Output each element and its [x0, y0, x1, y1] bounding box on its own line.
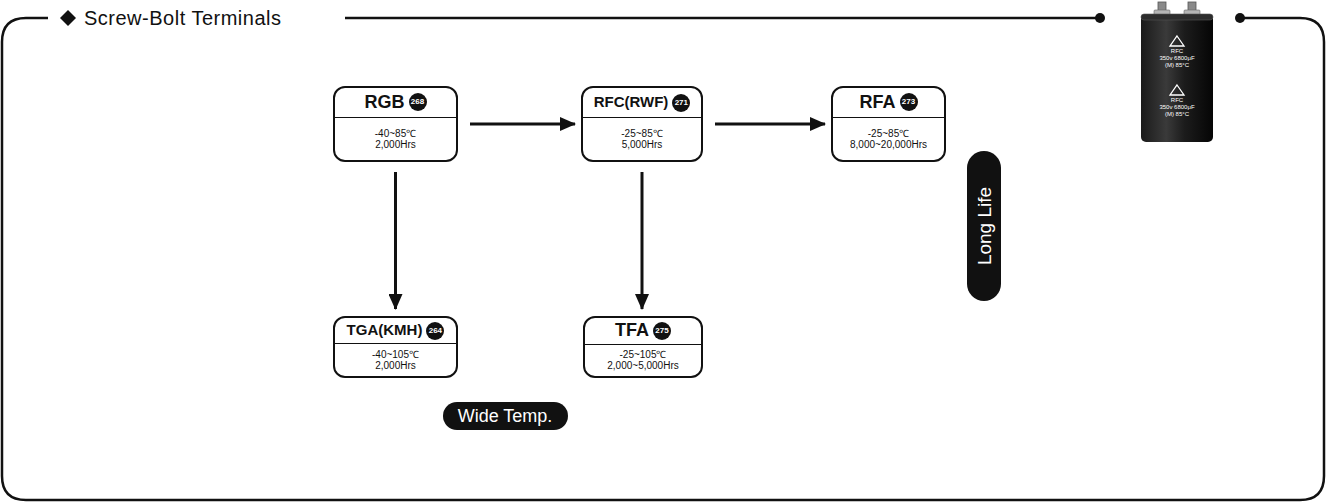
series-header: RFC(RWF)271 — [583, 88, 701, 118]
series-box: TFA275 -25~105℃ 2,000~5,000Hrs — [583, 316, 703, 378]
category-tag-vertical: Long Life — [967, 151, 1001, 301]
capacitor-illustration — [1141, 2, 1213, 142]
series-body: -25~105℃ 2,000~5,000Hrs — [585, 345, 701, 376]
page-number-badge: 275 — [653, 322, 671, 340]
series-header: RFA273 — [833, 88, 944, 118]
rule-dot — [1235, 13, 1245, 23]
capacitor-body — [1141, 14, 1213, 142]
capacitor-marking: (M) 85°C — [1141, 62, 1213, 69]
series-box: RFA273 -25~85℃ 8,000~20,000Hrs — [831, 86, 946, 162]
brand-logo — [1170, 85, 1184, 95]
series-header: TFA275 — [585, 318, 701, 345]
capacitor-marking: RFC — [1141, 48, 1213, 55]
flow-arrow — [641, 172, 644, 309]
header-row: TFA275 — [615, 321, 671, 341]
category-tag: Wide Temp. — [443, 402, 568, 430]
flow-arrow — [394, 172, 397, 309]
header-row: TGA(KMH)264 — [347, 322, 445, 340]
header-row: RFC(RWF)271 — [594, 94, 691, 112]
series-name: TFA — [615, 321, 649, 341]
series-spec: -40~85℃ 2,000Hrs — [375, 128, 416, 151]
capacitor-marking: 350v 6800μF — [1141, 104, 1213, 111]
diagram-title: Screw-Bolt Terminals — [80, 7, 285, 29]
frame-outline — [2, 18, 1324, 500]
series-body: -25~85℃ 5,000Hrs — [583, 118, 701, 160]
capacitor-marking: (M) 85°C — [1141, 111, 1213, 118]
flow-arrow — [715, 123, 825, 126]
series-name: RGB — [365, 93, 405, 113]
series-header: RGB268 — [335, 88, 456, 118]
category-label: Long Life — [975, 187, 994, 265]
capacitor-marking: 350v 6800μF — [1141, 55, 1213, 62]
series-name: TGA(KMH) — [347, 322, 423, 339]
series-body: -25~85℃ 8,000~20,000Hrs — [833, 118, 944, 160]
series-box: TGA(KMH)264 -40~105℃ 2,000Hrs — [333, 316, 458, 378]
title-diamond — [60, 10, 76, 26]
series-name: RFC(RWF) — [594, 94, 669, 111]
series-spec: -25~85℃ 8,000~20,000Hrs — [850, 128, 927, 151]
page-number-badge: 273 — [900, 93, 918, 111]
title-rule — [345, 17, 1097, 20]
flow-arrow — [470, 123, 575, 126]
page-number-badge: 271 — [672, 94, 690, 112]
series-name: RFA — [860, 93, 896, 113]
rule-dot — [1095, 13, 1105, 23]
category-label: Wide Temp. — [458, 407, 553, 425]
header-row: RGB268 — [365, 93, 427, 113]
page-number-badge: 268 — [409, 93, 427, 111]
series-body: -40~105℃ 2,000Hrs — [335, 344, 456, 376]
series-header: TGA(KMH)264 — [335, 318, 456, 344]
brand-logo — [1170, 36, 1184, 46]
series-body: -40~85℃ 2,000Hrs — [335, 118, 456, 160]
series-spec: -25~85℃ 5,000Hrs — [621, 128, 662, 151]
series-spec: -25~105℃ 2,000~5,000Hrs — [607, 349, 678, 372]
series-spec: -40~105℃ 2,000Hrs — [372, 349, 419, 372]
header-row: RFA273 — [860, 93, 918, 113]
page-number-badge: 264 — [426, 322, 444, 340]
series-box: RFC(RWF)271 -25~85℃ 5,000Hrs — [581, 86, 703, 162]
series-box: RGB268 -40~85℃ 2,000Hrs — [333, 86, 458, 162]
capacitor-marking: RFC — [1141, 97, 1213, 104]
capacitor-top — [1141, 14, 1213, 20]
